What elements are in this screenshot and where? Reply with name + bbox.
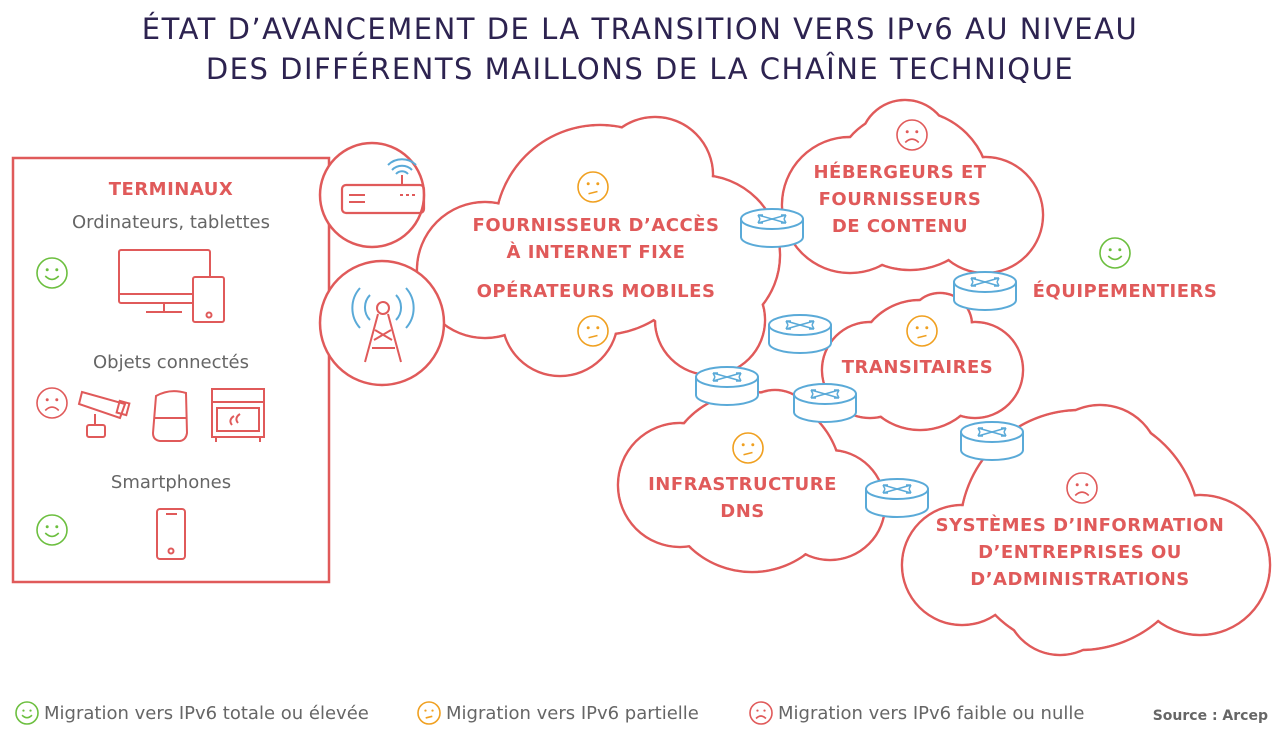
- smartphone-icon: [156, 508, 186, 560]
- network-router-icon: [793, 383, 857, 423]
- antenna-icon: [318, 259, 446, 387]
- title-line-1: ÉTAT D’AVANCEMENT DE LA TRANSITION VERS …: [141, 12, 1139, 46]
- label-isp-fixe: FOURNISSEUR D’ACCÈS À INTERNET FIXE: [472, 215, 720, 263]
- legend-item-red: Migration vers IPv6 faible ou nulle: [748, 700, 1084, 726]
- smiley-happy-icon: [15, 701, 39, 725]
- network-router-icon: [768, 314, 832, 354]
- group-label-computers: Ordinateurs, tablettes: [71, 212, 271, 233]
- smiley-happy-icon: [15, 701, 39, 725]
- network-router-icon: [865, 478, 929, 518]
- smiley-sad-icon: [1066, 472, 1098, 504]
- cloud-si: [900, 403, 1272, 657]
- smiley-sad-icon: [896, 119, 928, 151]
- smiley-sad-icon: [749, 701, 773, 725]
- label-line: FOURNISSEURS: [818, 189, 982, 210]
- smiley-neutral-icon: [417, 701, 441, 725]
- label-line: D’ADMINISTRATIONS: [970, 569, 1190, 590]
- smiley-happy-icon: [1099, 237, 1131, 269]
- legend-item-green: Migration vers IPv6 totale ou élevée: [14, 700, 369, 726]
- smart-speaker-icon: [151, 390, 189, 442]
- routers: [695, 208, 1024, 518]
- smiley-sad-icon: [36, 387, 68, 419]
- smiley-neutral-icon: [732, 432, 764, 464]
- cloud-heb: [780, 98, 1045, 275]
- box-router-icon: [318, 141, 426, 249]
- smiley-neutral-icon: [577, 171, 609, 203]
- smiley-sad-icon: [749, 701, 773, 725]
- network-router-icon: [953, 271, 1017, 311]
- label-line: HÉBERGEURS ET: [813, 162, 987, 183]
- status-smileys: [36, 119, 1131, 546]
- terminaux-box: [11, 156, 331, 584]
- label-line: INFRASTRUCTURE: [648, 474, 837, 495]
- clouds: [415, 98, 1272, 657]
- smiley-happy-icon: [36, 514, 68, 546]
- label-hebergeurs: HÉBERGEURS ET FOURNISSEURS DE CONTENU: [800, 159, 1000, 240]
- title-line-2: DES DIFFÉRENTS MAILLONS DE LA CHAÎNE TEC…: [205, 52, 1075, 86]
- source-credit: Source : Arcep: [1152, 708, 1268, 724]
- cloud-dns: [616, 388, 887, 574]
- oven-icon: [211, 388, 265, 442]
- label-line: DE CONTENU: [831, 216, 969, 237]
- computer-tablet-icon: [118, 249, 225, 323]
- legend-label: Migration vers IPv6 partielle: [446, 702, 699, 724]
- network-router-icon: [960, 421, 1024, 461]
- smiley-neutral-icon: [417, 701, 441, 725]
- label-line: SYSTÈMES D’INFORMATION: [935, 515, 1225, 536]
- legend-label: Migration vers IPv6 totale ou élevée: [44, 702, 369, 724]
- network-router-icon: [695, 366, 759, 406]
- network-router-icon: [740, 208, 804, 248]
- legend-label: Migration vers IPv6 faible ou nulle: [778, 702, 1085, 724]
- label-transitaires: TRANSITAIRES: [841, 357, 994, 378]
- smiley-neutral-icon: [906, 315, 938, 347]
- camera-icon: [77, 390, 131, 438]
- label-line: DNS: [720, 501, 765, 522]
- smiley-happy-icon: [36, 257, 68, 289]
- label-equipementiers: ÉQUIPEMENTIERS: [1032, 281, 1218, 302]
- label-dns: INFRASTRUCTURE DNS: [640, 471, 845, 525]
- group-label-iot: Objets connectés: [92, 352, 250, 373]
- smiley-neutral-icon: [577, 315, 609, 347]
- label-mobiles: OPÉRATEURS MOBILES: [476, 281, 716, 302]
- terminaux-heading: TERMINAUX: [108, 179, 234, 200]
- label-si: SYSTÈMES D’INFORMATION D’ENTREPRISES OU …: [925, 512, 1235, 593]
- legend-item-orange: Migration vers IPv6 partielle: [416, 700, 699, 726]
- label-line: D’ENTREPRISES OU: [978, 542, 1182, 563]
- group-label-smartphones: Smartphones: [110, 472, 232, 493]
